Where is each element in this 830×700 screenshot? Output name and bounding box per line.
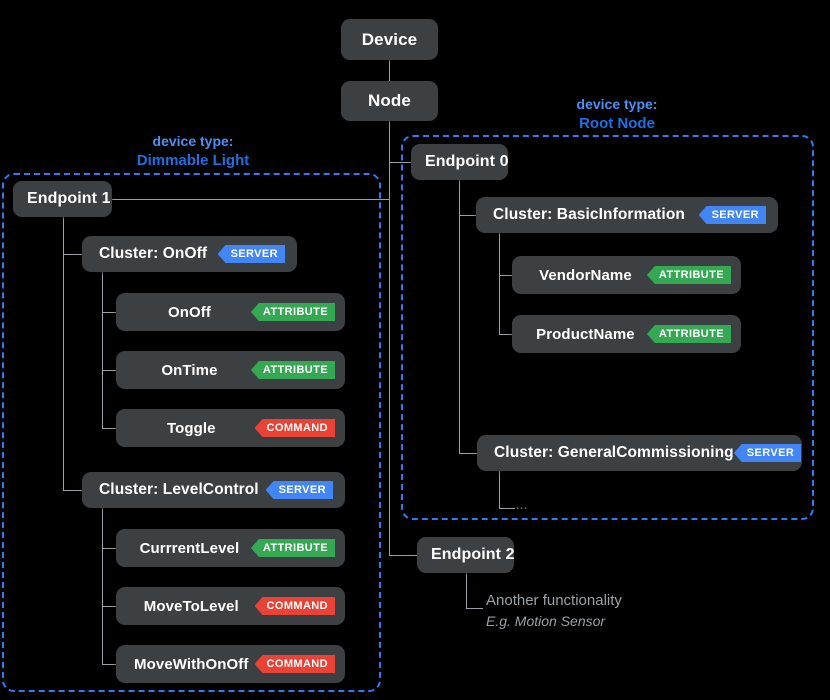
generalcomm-ellipsis: ...	[516, 500, 529, 512]
badge-attribute: ATTRIBUTE	[250, 361, 335, 379]
node-device-label: Device	[361, 29, 418, 49]
cluster-onoff-label: Cluster: OnOff	[99, 245, 208, 262]
connector-basicinfo-child-1	[499, 275, 513, 276]
cluster-basicinformation[interactable]: Cluster: BasicInformation SERVER	[476, 197, 778, 233]
endpoint-2-annotation-line2: E.g. Motion Sensor	[486, 613, 606, 629]
node-endpoint-1-label: Endpoint 1	[27, 190, 111, 207]
connector-onoff-child-2	[102, 370, 120, 371]
leaf-toggle-command-label: Toggle	[166, 419, 216, 437]
connector-onoff-trunk	[102, 272, 103, 428]
connector-onoff-child-3	[102, 428, 120, 429]
leaf-currrentlevel-attribute-label: CurrrentLevel	[139, 539, 240, 557]
badge-server: SERVER	[217, 245, 285, 263]
badge-server: SERVER	[265, 481, 333, 499]
leaf-onoff-attribute-label: OnOff	[167, 303, 211, 321]
leaf-onoff-attribute[interactable]: OnOff ATTRIBUTE	[116, 293, 345, 331]
connector-trunk-endpoint1	[112, 199, 390, 200]
connector-trunk-endpoint0	[389, 162, 412, 163]
connector-endpoint1-trunk	[63, 217, 64, 491]
node-endpoint-0-label: Endpoint 0	[425, 153, 509, 170]
leaf-vendorname-attribute-label: VendorName	[539, 266, 632, 284]
node-endpoint-0[interactable]: Endpoint 0	[411, 144, 509, 180]
connector-endpoint0-trunk	[459, 180, 460, 453]
connector-levelcontrol-child-3	[102, 664, 120, 665]
region-root-node-label-line1: device type:	[576, 96, 658, 112]
badge-attribute: ATTRIBUTE	[646, 325, 731, 343]
connector-endpoint1-onoff	[63, 254, 82, 255]
connector-trunk-endpoint2	[389, 555, 417, 556]
connector-generalcomm-child-1	[499, 508, 515, 509]
region-root-node-label: device type: Root Node	[517, 95, 717, 133]
endpoint-2-annotation-line1: Another functionality	[486, 592, 622, 609]
region-dimmable-light-label-line1: device type:	[152, 133, 234, 149]
node-endpoint-2-label: Endpoint 2	[431, 546, 515, 563]
cluster-levelcontrol[interactable]: Cluster: LevelControl SERVER	[82, 472, 345, 508]
leaf-movewithonoff-command[interactable]: MoveWithOnOff COMMAND	[116, 645, 345, 683]
badge-server: SERVER	[733, 444, 802, 462]
leaf-toggle-command[interactable]: Toggle COMMAND	[116, 409, 345, 447]
connector-device-node	[389, 60, 390, 81]
badge-attribute: ATTRIBUTE	[250, 539, 335, 557]
badge-command: COMMAND	[254, 597, 335, 615]
region-dimmable-light-label-line2: Dimmable Light	[136, 152, 250, 169]
connector-levelcontrol-child-1	[102, 548, 120, 549]
connector-levelcontrol-trunk	[102, 508, 103, 664]
badge-server: SERVER	[698, 206, 766, 224]
cluster-onoff[interactable]: Cluster: OnOff SERVER	[82, 236, 297, 272]
connector-endpoint0-basicinfo	[459, 215, 477, 216]
leaf-ontime-attribute[interactable]: OnTime ATTRIBUTE	[116, 351, 345, 389]
connector-endpoint0-generalcomm	[459, 453, 478, 454]
leaf-movetolevel-command-label: MoveToLevel	[143, 597, 239, 615]
connector-node-trunk	[389, 121, 390, 555]
node-endpoint-1[interactable]: Endpoint 1	[13, 181, 112, 217]
cluster-basicinformation-label: Cluster: BasicInformation	[493, 206, 685, 223]
endpoint-2-annotation: Another functionality E.g. Motion Sensor	[486, 591, 622, 631]
leaf-movetolevel-command[interactable]: MoveToLevel COMMAND	[116, 587, 345, 625]
badge-command: COMMAND	[254, 655, 335, 673]
badge-attribute: ATTRIBUTE	[250, 303, 335, 321]
connector-onoff-child-1	[102, 312, 120, 313]
leaf-ontime-attribute-label: OnTime	[161, 361, 218, 379]
connector-endpoint2-trunk	[466, 573, 467, 608]
node-endpoint-2[interactable]: Endpoint 2	[417, 537, 515, 573]
cluster-levelcontrol-label: Cluster: LevelControl	[99, 481, 259, 498]
connector-endpoint2-annotation	[466, 608, 483, 609]
leaf-productname-attribute-label: ProductName	[536, 325, 635, 343]
node-device[interactable]: Device	[341, 19, 438, 60]
leaf-productname-attribute[interactable]: ProductName ATTRIBUTE	[512, 315, 741, 353]
node-node[interactable]: Node	[341, 81, 438, 121]
badge-attribute: ATTRIBUTE	[646, 266, 731, 284]
connector-endpoint1-levelcontrol	[63, 490, 82, 491]
region-dimmable-light-label: device type: Dimmable Light	[80, 132, 306, 170]
connector-basicinfo-trunk	[499, 233, 500, 334]
leaf-vendorname-attribute[interactable]: VendorName ATTRIBUTE	[512, 256, 741, 294]
badge-command: COMMAND	[254, 419, 335, 437]
node-node-label: Node	[368, 91, 411, 110]
region-root-node-label-line2: Root Node	[579, 115, 655, 132]
leaf-movewithonoff-command-label: MoveWithOnOff	[134, 655, 249, 673]
connector-levelcontrol-child-2	[102, 606, 120, 607]
connector-basicinfo-child-2	[499, 334, 513, 335]
cluster-generalcommissioning-label: Cluster: GeneralCommissioning	[494, 444, 734, 461]
connector-generalcomm-trunk	[499, 471, 500, 508]
leaf-currrentlevel-attribute[interactable]: CurrrentLevel ATTRIBUTE	[116, 529, 345, 567]
cluster-generalcommissioning[interactable]: Cluster: GeneralCommissioning SERVER	[477, 435, 802, 471]
